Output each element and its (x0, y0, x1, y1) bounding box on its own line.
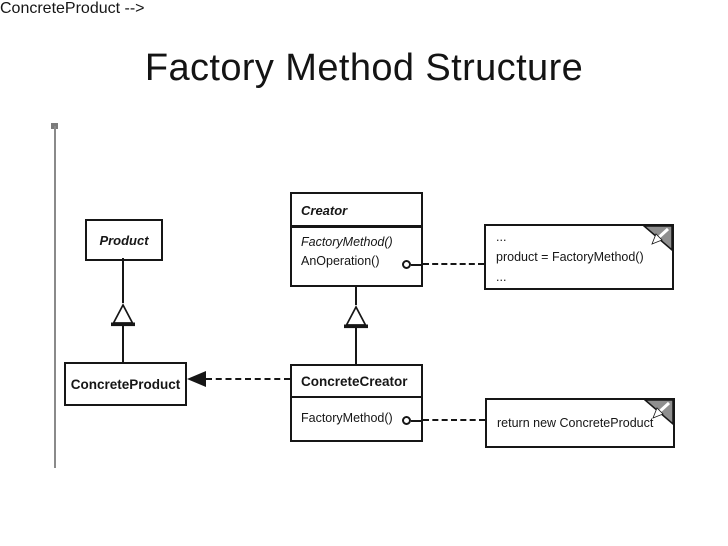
product-name-label: Product (99, 232, 149, 248)
note-anchor-circle-icon (402, 260, 411, 269)
class-box-product: Product (85, 219, 163, 261)
concrete-creator-method-factorymethod: FactoryMethod() (301, 411, 393, 425)
note-line: product = FactoryMethod() (496, 250, 644, 264)
creates-dependency-dashed-line (206, 378, 290, 380)
note-anchor-circle-icon (402, 416, 411, 425)
concrete-creator-name-label: ConcreteCreator (292, 366, 421, 398)
concrete-product-name-label: ConcreteProduct (70, 376, 181, 392)
note-line: ... (496, 270, 507, 284)
note-connector-dashed-line (423, 419, 485, 421)
creator-method-anoperation: AnOperation() (301, 254, 380, 268)
class-box-concrete-creator: ConcreteCreator FactoryMethod() (290, 364, 423, 442)
inheritance-line-product-lower (122, 325, 124, 362)
note-line: return new ConcreteProduct (497, 416, 654, 430)
note-fold-icon (642, 399, 674, 428)
note-line: ... (496, 230, 507, 244)
inheritance-line-creator-lower (355, 327, 357, 364)
class-box-creator: Creator FactoryMethod() AnOperation() (290, 192, 423, 287)
inheritance-line-product (122, 258, 124, 303)
note-fold-icon (641, 225, 673, 254)
note-box-concrete-creator: return new ConcreteProduct (485, 398, 675, 448)
slide-title: Factory Method Structure (144, 47, 584, 89)
creator-methods-compartment: FactoryMethod() AnOperation() (292, 228, 421, 271)
inheritance-triangle-icon (110, 303, 136, 333)
note-anchor-stem (411, 420, 423, 422)
inheritance-line-creator (355, 285, 357, 305)
creator-name-label: Creator (292, 194, 421, 228)
class-box-concrete-product: ConcreteProduct (64, 362, 187, 406)
dependency-arrowhead-icon (187, 371, 206, 387)
note-anchor-stem (411, 264, 423, 266)
guide-line (54, 126, 56, 468)
note-connector-dashed-line (423, 263, 484, 265)
creator-method-factorymethod: FactoryMethod() (301, 235, 393, 249)
inheritance-triangle-icon (343, 305, 369, 335)
note-box-creator: ... product = FactoryMethod() ... (484, 224, 674, 290)
